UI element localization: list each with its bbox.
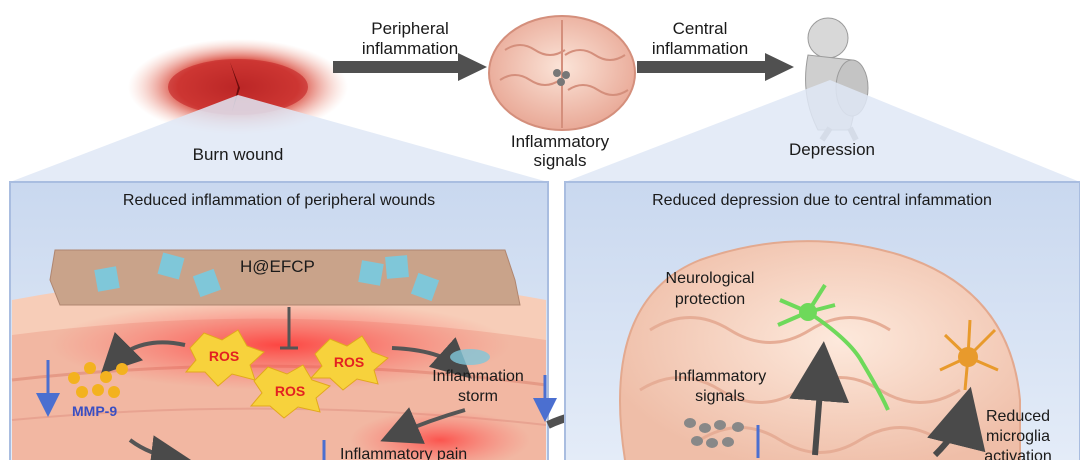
microglia-orange [939, 319, 999, 391]
central-inflammation-arrow [637, 53, 794, 81]
up-arrow-neuro [789, 341, 850, 456]
inflammatory-pain-label: Inflammatory pain [340, 446, 468, 460]
neuro-protection-line1: Neurological [665, 270, 755, 287]
mmp9-label: MMP-9 [72, 403, 118, 419]
right-signals-line1: Inflammatory [673, 368, 767, 385]
neuron-green [777, 283, 890, 411]
mmp-outflow-arrow [128, 435, 191, 460]
ros-burst-1 [184, 329, 265, 387]
left-panel-title: Reduced inflammation of peripheral wound… [122, 192, 436, 209]
hydrogel-label: H@EFCP [240, 257, 315, 276]
ros-to-mmp-arrow [100, 331, 186, 375]
brain-signals-line1: Inflammatory [510, 132, 610, 151]
hydrogel-fragment [450, 349, 490, 365]
right-signals-line2: signals [695, 388, 745, 405]
storm-label-line1: Inflammation [432, 368, 524, 385]
ros-label-1: ROS [208, 348, 240, 364]
brain-small-graphic [488, 15, 636, 131]
peripheral-inflammation-arrow [333, 53, 487, 81]
ros-label-2: ROS [333, 354, 365, 370]
right-zoom-triangle [565, 80, 1080, 182]
storm-label-line2: storm [458, 388, 498, 405]
peripheral-label-line2: inflammation [361, 39, 459, 58]
right-panel-title: Reduced depression due to central infamm… [652, 192, 992, 209]
mmp-particles [68, 362, 128, 398]
left-zoom-triangle [10, 95, 548, 182]
up-arrow-microglia [927, 386, 986, 458]
burn-wound-label: Burn wound [192, 145, 284, 164]
depression-label: Depression [789, 140, 875, 159]
microglia-line3: activation [984, 448, 1052, 460]
storm-to-pain-arrow [380, 407, 466, 444]
central-label-line2: inflammation [651, 39, 749, 58]
ros-burst-3 [249, 364, 331, 419]
central-label-line1: Central [672, 19, 728, 38]
peripheral-label-line1: Peripheral [371, 19, 449, 38]
neuro-protection-line2: protection [674, 291, 746, 308]
ros-burst-2 [309, 335, 389, 391]
hydrogel-dressing [49, 249, 521, 306]
brain-signals-line2: signals [533, 151, 587, 170]
microglia-line2: microglia [985, 428, 1051, 445]
signal-particles [684, 418, 744, 448]
ros-to-storm-arrow [391, 337, 472, 379]
microglia-line1: Reduced [985, 408, 1051, 425]
ros-label-3: ROS [274, 383, 306, 399]
